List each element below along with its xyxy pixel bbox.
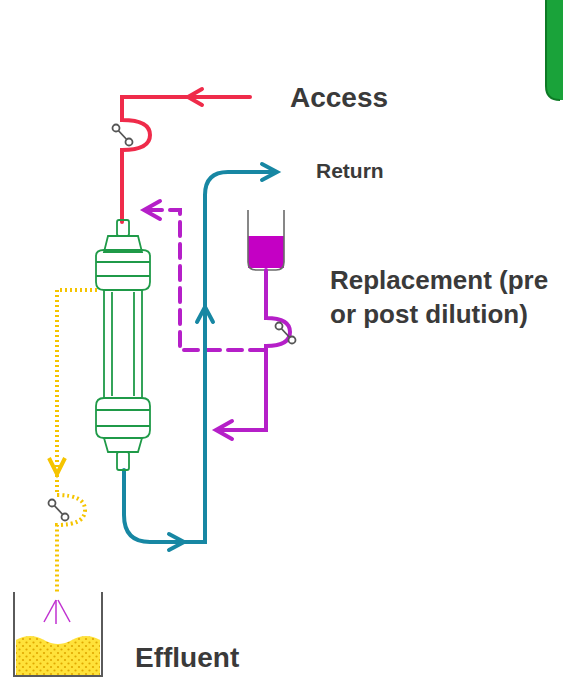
return-line: [124, 164, 277, 550]
effluent-label: Effluent: [135, 640, 315, 676]
pump-symbol: [276, 323, 296, 344]
replacement-bag: [248, 210, 284, 270]
pump-symbol: [49, 500, 69, 521]
effluent-line: [49, 290, 97, 592]
access-line: [122, 89, 250, 222]
replacement-label: Replacement (pre or post dilution): [330, 264, 552, 332]
effluent-container: [14, 592, 102, 676]
pump-symbol: [113, 125, 133, 146]
replacement-line: [144, 201, 290, 439]
fluid-bag: [546, 0, 563, 100]
return-label: Return: [316, 157, 466, 184]
access-label: Access: [290, 80, 450, 116]
hemofilter: [96, 220, 150, 470]
